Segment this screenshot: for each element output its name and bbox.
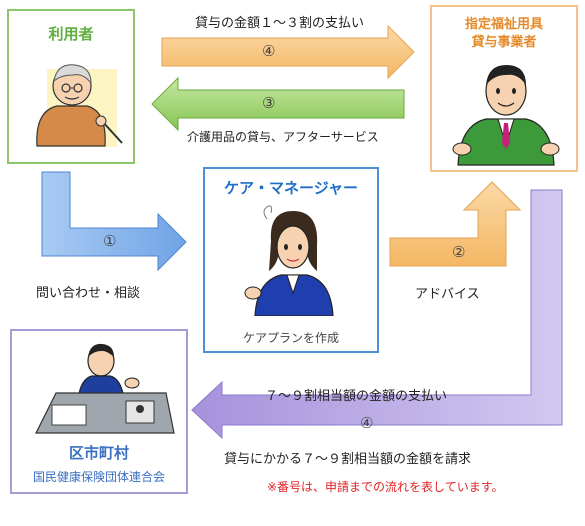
arrow-payment-1-3 [161,24,415,80]
edge2-number: ② [452,243,466,261]
edge2-label: アドバイス [415,287,480,302]
edge3-number: ③ [262,94,276,112]
elderly-user-illustration [36,64,123,147]
municipality-subtitle: 国民健康保険団体連合会 [32,470,165,484]
edge3-label: 介護用品の貸与、アフターサービス [187,130,379,144]
edge1-label: 問い合わせ・相談 [36,286,141,301]
care-manager-box: ケア・マネージャー ケアプランを作成 [203,167,379,353]
arrow-inquiry [41,171,187,272]
edge4-top-label: 貸与の金額１～３割の支払い [195,16,365,31]
provider-staff-illustration [452,65,560,166]
provider-box: 指定福祉用具 貸与事業者 [430,5,578,172]
arrow-rental-service [151,76,405,132]
flow-order-note: ※番号は、申請までの流れを表しています。 [267,480,504,494]
provider-title-line2: 貸与事業者 [471,35,537,50]
edge4-top-number: ④ [262,42,276,60]
care-manager-title: ケア・マネージャー [224,179,358,197]
care-manager-illustration [244,205,334,316]
user-title: 利用者 [48,25,94,43]
user-box: 利用者 [7,9,135,164]
edge4-bottom-label-top: ７～９割相当額の金額の支払い [265,389,448,404]
arrow-payment-7-9 [191,189,563,440]
edge4-bottom-label-bottom: 貸与にかかる７～９割相当額の金額を請求 [224,452,472,467]
edge1-number: ① [103,232,117,250]
municipality-title: 区市町村 [68,444,129,462]
municipality-box: 区市町村 国民健康保険団体連合会 [10,329,188,494]
arrow-advice [389,181,522,267]
provider-title-line1: 指定福祉用具 [464,17,543,32]
office-worker-desk-illustration [35,343,175,434]
care-manager-caption: ケアプランを作成 [242,331,339,345]
edge4-bottom-number: ④ [360,414,374,432]
